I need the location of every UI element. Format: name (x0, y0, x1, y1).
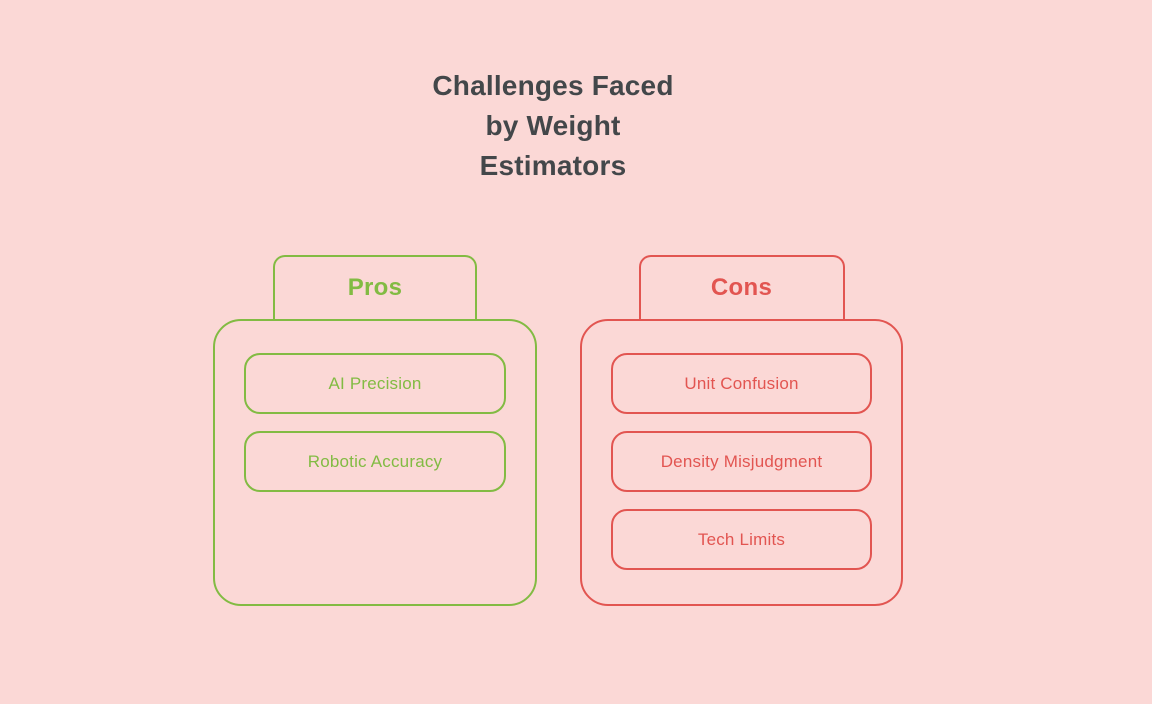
pros-panel: AI Precision Robotic Accuracy (213, 319, 537, 606)
cons-panel: Unit Confusion Density Misjudgment Tech … (580, 319, 903, 606)
cons-item-label: Tech Limits (697, 529, 786, 549)
cons-item-density-misjudgment: Density Misjudgment (611, 431, 872, 492)
pros-item-robotic-accuracy: Robotic Accuracy (244, 431, 506, 492)
pros-item-label: Robotic Accuracy (307, 451, 443, 471)
pros-item-ai-precision: AI Precision (244, 353, 506, 414)
pros-tab-label: Pros (347, 274, 403, 301)
diagram-title: Challenges Faced by Weight Estimators (432, 70, 674, 181)
cons-tab: Cons (638, 255, 845, 319)
cons-group: Cons Unit Confusion Density Misjudgment … (580, 255, 903, 606)
cons-item-tech-limits: Tech Limits (611, 509, 872, 570)
cons-item-label: Unit Confusion (684, 373, 799, 393)
pros-group: Pros AI Precision Robotic Accuracy (213, 255, 537, 606)
cons-item-label: Density Misjudgment (660, 451, 823, 471)
pros-item-label: AI Precision (328, 373, 422, 393)
cons-tab-label: Cons (710, 274, 773, 301)
pros-tab: Pros (273, 255, 477, 319)
cons-item-unit-confusion: Unit Confusion (611, 353, 872, 414)
